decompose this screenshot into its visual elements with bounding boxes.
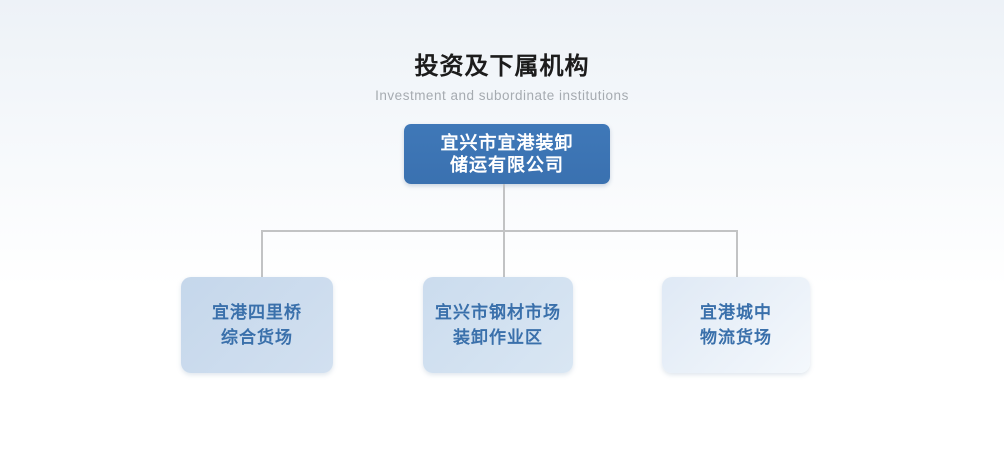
org-child2-label-line2: 装卸作业区 (453, 328, 543, 347)
org-child2-label-line1: 宜兴市钢材市场 (435, 303, 561, 322)
org-child-node-silliqiao-yard: 宜港四里桥 综合货场 (181, 277, 333, 373)
page-title: 投资及下属机构 (414, 53, 590, 80)
page-subtitle: Investment and subordinate institutions (375, 88, 629, 103)
page-header: 投资及下属机构 Investment and subordinate insti… (0, 46, 1004, 103)
org-child1-label-line2: 综合货场 (221, 328, 293, 347)
org-child-node-steel-market-area: 宜兴市钢材市场 装卸作业区 (423, 277, 573, 373)
org-child-node-chengzhong-logistics: 宜港城中 物流货场 (662, 277, 810, 373)
org-root-label-line1: 宜兴市宜港装卸 (440, 133, 574, 153)
org-child1-label-line1: 宜港四里桥 (212, 303, 302, 322)
org-child3-label-line1: 宜港城中 (700, 303, 772, 322)
connector-drop-right (736, 230, 738, 277)
org-root-node: 宜兴市宜港装卸 储运有限公司 (404, 124, 610, 184)
connector-horizontal (261, 230, 738, 232)
org-child3-label-line2: 物流货场 (700, 328, 772, 347)
connector-drop-left (261, 230, 263, 277)
org-root-label-line2: 储运有限公司 (450, 155, 564, 175)
